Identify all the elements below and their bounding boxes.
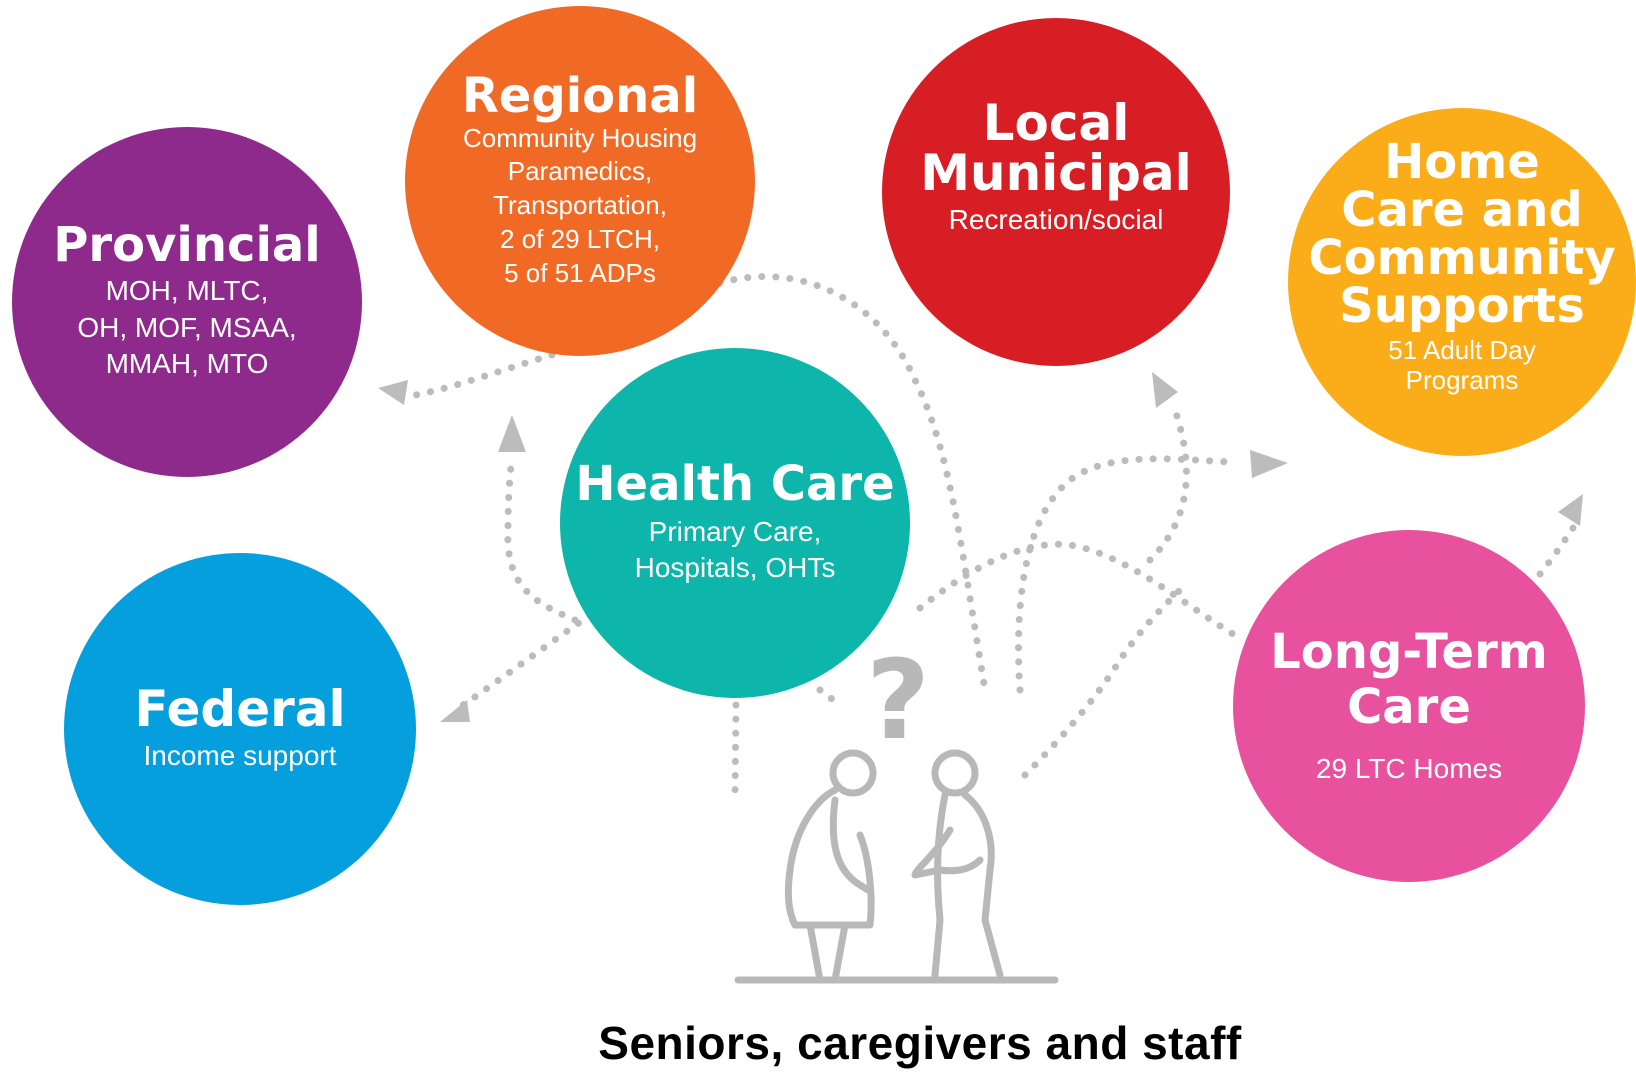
- connector-figures-to-right: [1021, 586, 1184, 779]
- federal-subtitle: Income support: [143, 739, 337, 771]
- arrowhead-homecare: [1250, 450, 1288, 478]
- connector-healthcare-to-ltc: [916, 540, 1244, 642]
- provincial-title: Provincial: [53, 217, 321, 274]
- home-care-title: Home Care and Community Supports: [1308, 134, 1616, 334]
- home-care-subtitle: 51 Adult Day Programs: [1388, 335, 1536, 395]
- long-term-care-bubble: Long-Term Care 29 LTC Homes: [1233, 530, 1585, 882]
- regional-title: Regional: [461, 67, 699, 124]
- arrowhead-federal: [440, 700, 470, 722]
- connector-regional-arc-down: [716, 273, 989, 694]
- federal-bubble: Federal Income support: [64, 553, 416, 905]
- arrowhead-provincial: [378, 380, 408, 405]
- regional-subtitle: Community Housing Paramedics, Transporta…: [462, 122, 698, 288]
- arrowhead-homecare-from-ltc: [1558, 494, 1583, 526]
- arrowhead-regional: [498, 415, 526, 452]
- local-municipal-subtitle: Recreation/social: [948, 204, 1164, 235]
- people-figures-icon: [734, 749, 1059, 984]
- provincial-bubble: Provincial MOH, MLTC, OH, MOF, MSAA, MMA…: [12, 127, 362, 477]
- connector-to-local-municipal: [1146, 406, 1190, 564]
- regional-bubble: Regional Community Housing Paramedics, T…: [405, 6, 755, 356]
- caption-text: Seniors, caregivers and staff: [598, 1017, 1242, 1069]
- federal-title: Federal: [134, 679, 346, 738]
- provincial-subtitle: MOH, MLTC, OH, MOF, MSAA, MMAH, MTO: [77, 275, 297, 380]
- long-term-care-subtitle: 29 LTC Homes: [1315, 752, 1503, 784]
- long-term-care-title: Long-Term Care: [1270, 623, 1548, 735]
- health-care-subtitle: Primary Care, Hospitals, OHTs: [634, 515, 836, 583]
- connector-ltc-to-homecare: [1536, 521, 1579, 578]
- connector-figure-left: [731, 701, 740, 799]
- local-municipal-bubble: Local Municipal Recreation/social: [882, 18, 1230, 366]
- home-care-bubble: Home Care and Community Supports 51 Adul…: [1288, 108, 1636, 456]
- connector-figure-mid: [816, 686, 844, 709]
- caption: Seniors, caregivers and staff: [560, 1016, 1280, 1070]
- connector-healthcare-to-federal: [456, 611, 594, 711]
- connector-healthcare-to-regional: [504, 456, 579, 624]
- local-municipal-title: Local Municipal: [920, 94, 1192, 202]
- connector-regional-to-provincial: [400, 351, 556, 401]
- question-mark: ?: [866, 636, 930, 764]
- health-care-title: Health Care: [575, 455, 895, 512]
- arrowhead-local-municipal: [1152, 372, 1178, 408]
- connector-figures-to-local: [1014, 455, 1236, 694]
- health-care-bubble: Health Care Primary Care, Hospitals, OHT…: [560, 348, 910, 698]
